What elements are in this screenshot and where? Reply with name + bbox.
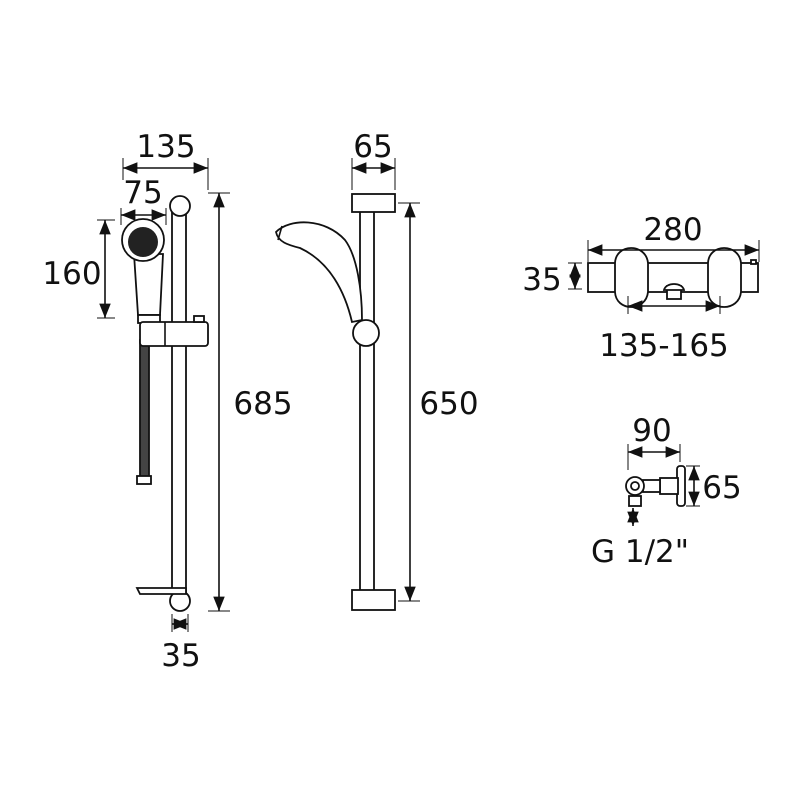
elbow-body: [659, 477, 679, 495]
side-rail: [359, 209, 375, 593]
flow-control: [707, 247, 742, 308]
riser-side-dimensions: 65 650: [351, 129, 479, 602]
hose-nut: [136, 475, 152, 485]
thermostatic-valve: [587, 247, 759, 308]
dim-elbow-projection: 90: [632, 413, 671, 449]
dim-valve-length: 280: [643, 212, 702, 248]
dim-elbow-height: 65: [702, 470, 741, 506]
riser-kit-front-view: [121, 195, 209, 612]
handset-handle: [133, 253, 164, 316]
slider-bracket: [139, 321, 209, 347]
dim-valve-height: 35: [522, 262, 561, 298]
shower-hose: [139, 339, 150, 481]
dim-head-height: 160: [42, 256, 101, 292]
dim-inlet-centres: 135-165: [599, 328, 729, 364]
elbow-nut: [642, 479, 661, 493]
side-slider: [352, 319, 380, 347]
dim-overall-width: 135: [136, 129, 195, 165]
valve-dimensions: 280 35 135-165: [522, 212, 760, 364]
rail-top-cap: [169, 195, 191, 217]
temperature-control: [614, 247, 649, 308]
dim-bracket-depth: 65: [353, 129, 392, 165]
dim-rail-diameter: 35: [161, 638, 200, 674]
dim-thread-size: G 1/2": [591, 534, 689, 570]
spray-face: [128, 227, 158, 257]
top-wall-bracket: [351, 193, 396, 213]
dim-fixing-centres: 650: [419, 386, 478, 422]
bottom-wall-bracket: [351, 589, 396, 611]
riser-kit-dimensions: 135 75 160 685 35: [42, 129, 292, 674]
riser-kit-side-view: [275, 193, 396, 611]
elbow-tail: [628, 495, 642, 507]
dim-head-width: 75: [123, 175, 162, 211]
slide-rail: [171, 209, 187, 596]
dim-rail-height: 685: [233, 386, 292, 422]
bracket-button: [193, 315, 205, 323]
soap-dish: [135, 587, 187, 595]
wall-elbow: [625, 465, 686, 507]
elbow-dimensions: 90 65 G 1/2": [591, 413, 742, 570]
handset-side: [275, 221, 363, 324]
